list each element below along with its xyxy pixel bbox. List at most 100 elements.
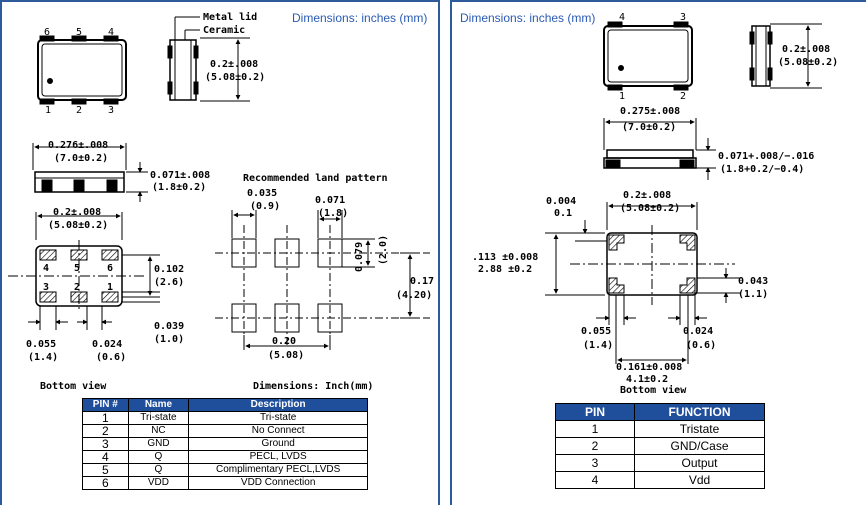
left-thickness-inch: 0.071±.008 — [150, 170, 210, 181]
left-pad-width-mm: (1.4) — [28, 352, 58, 363]
land-pad-width-mm: (0.9) — [250, 201, 280, 212]
left-top-pin-5: 5 — [76, 27, 82, 38]
left-height-mm: (5.08±0.2) — [205, 72, 265, 83]
right-dimensions-header: Dimensions: inches (mm) — [460, 11, 596, 25]
table-row: 3 GND Ground — [82, 437, 368, 451]
left-top-pin-6: 6 — [44, 27, 50, 38]
left-dimensions-header: Dimensions: inches (mm) — [292, 11, 428, 25]
table-row: 4 Vdd — [555, 471, 765, 489]
table-cell: Tri-state — [127, 411, 190, 425]
table-cell: VDD Connection — [188, 476, 368, 490]
right-top-pin-2: 2 — [680, 91, 686, 102]
left-pad-width-inch: 0.055 — [26, 339, 56, 350]
right-width-inch: 0.275±.008 — [620, 106, 680, 117]
right-pad-pitch-inch: 0.161±0.008 — [616, 362, 682, 373]
table-row: 5 Q̄ Complimentary PECL,LVDS — [82, 463, 368, 477]
table-cell: GND/Case — [634, 437, 765, 455]
right-front-view — [603, 118, 716, 180]
left-width-mm: (7.0±0.2) — [54, 153, 108, 164]
right-corner-mm: 0.1 — [554, 208, 572, 219]
right-top-view — [603, 21, 693, 91]
left-pad-pitch-inch: 0.102 — [154, 264, 184, 275]
left-table-header: Description — [188, 398, 368, 412]
land-pattern-title: Recommended land pattern — [243, 173, 388, 184]
right-pad-pitch-mm: 4.1±0.2 — [626, 374, 668, 385]
right-bottom-view — [545, 202, 740, 364]
table-row: 2 GND/Case — [555, 437, 765, 455]
table-cell: Tri-state — [188, 411, 368, 425]
table-cell: Output — [634, 454, 765, 472]
right-panel: Dimensions: inches (mm) — [450, 0, 866, 505]
table-cell: 2 — [82, 424, 129, 438]
table-cell: 1 — [555, 420, 635, 438]
land-pad-pitch-mm: (1.8) — [318, 208, 348, 219]
left-width-inch: 0.276±.008 — [48, 140, 108, 151]
left-height-inch: 0.2±.008 — [210, 59, 258, 70]
right-pad-width-mm: (1.4) — [583, 340, 613, 351]
table-cell: 6 — [82, 476, 129, 490]
right-table-header: PIN — [555, 403, 635, 421]
right-pad-height-mm: (1.1) — [738, 289, 768, 300]
land-pattern — [215, 210, 430, 350]
table-row: 2 NC No Connect — [82, 424, 368, 438]
right-width-mm: (7.0±0.2) — [622, 122, 676, 133]
land-pad-height-inch: 0.079 — [354, 242, 365, 272]
table-cell: Ground — [188, 437, 368, 451]
right-pad-width-inch: 0.055 — [581, 326, 611, 337]
left-pad-pitch-mm: (2.6) — [154, 277, 184, 288]
land-pad-pitch-inch: 0.071 — [315, 195, 345, 206]
right-top-pin-1: 1 — [619, 91, 625, 102]
table-row: 4 Q PECL, LVDS — [82, 450, 368, 464]
table-cell: 4 — [555, 471, 635, 489]
metal-lid-label: Metal lid — [203, 11, 257, 23]
right-table-header: FUNCTION — [634, 403, 765, 421]
left-bottom-pin-5: 5 — [74, 263, 80, 274]
table-cell: NC — [127, 424, 190, 438]
left-pin-table: PIN # Name Description 1 Tri-state Tri-s… — [82, 398, 368, 490]
left-top-pin-4: 4 — [108, 27, 114, 38]
table-cell: VDD — [127, 476, 190, 490]
left-dimensions-label: Dimensions: Inch(mm) — [253, 380, 373, 392]
right-height-inch: 0.2±.008 — [782, 44, 830, 55]
right-top-pin-3: 3 — [680, 12, 686, 23]
land-total-width-inch: 0.20 — [272, 336, 296, 347]
left-pad-gap-inch: 0.024 — [92, 339, 122, 350]
right-table-header-row: PIN FUNCTION — [555, 403, 765, 421]
left-pad-height-inch: 0.039 — [154, 321, 184, 332]
right-bottom-view-label: Bottom view — [620, 384, 687, 396]
table-cell: 3 — [555, 454, 635, 472]
table-row: 3 Output — [555, 454, 765, 472]
table-cell: Tristate — [634, 420, 765, 438]
right-bottom-height-mm: 2.88 ±0.2 — [478, 264, 532, 275]
table-cell: PECL, LVDS — [188, 450, 368, 464]
left-bottom-pin-3: 3 — [43, 282, 49, 293]
left-table-header: PIN # — [82, 398, 129, 412]
table-cell: Q — [127, 450, 190, 464]
right-thickness-mm: (1.8+0.2/−0.4) — [720, 164, 804, 175]
table-cell: Complimentary PECL,LVDS — [188, 463, 368, 477]
right-thickness-inch: 0.071+.008/−.016 — [718, 151, 814, 162]
table-row: 6 VDD VDD Connection — [82, 476, 368, 490]
table-cell: GND — [127, 437, 190, 451]
left-bottom-width-mm: (5.08±0.2) — [48, 220, 108, 231]
right-pad-height-inch: 0.043 — [738, 276, 768, 287]
left-bottom-view-label: Bottom view — [40, 380, 107, 392]
right-bottom-width-mm: (5.08±0.2) — [620, 203, 680, 214]
left-bottom-pin-1: 1 — [107, 282, 113, 293]
left-bottom-view — [8, 212, 160, 330]
left-table-header-row: PIN # Name Description — [82, 398, 368, 412]
left-pad-gap-mm: (0.6) — [96, 352, 126, 363]
table-cell: 2 — [555, 437, 635, 455]
ceramic-label: Ceramic — [203, 24, 245, 36]
table-row: 1 Tristate — [555, 420, 765, 438]
table-cell: 3 — [82, 437, 129, 451]
left-top-pin-3: 3 — [108, 105, 114, 116]
left-top-view — [37, 35, 127, 105]
right-top-pin-4: 4 — [619, 12, 625, 23]
left-bottom-pin-6: 6 — [107, 263, 113, 274]
right-bottom-width-inch: 0.2±.008 — [623, 190, 671, 201]
table-cell: 5 — [82, 463, 129, 477]
right-bottom-height-inch: .113 ±0.008 — [472, 252, 538, 263]
left-pad-height-mm: (1.0) — [154, 334, 184, 345]
